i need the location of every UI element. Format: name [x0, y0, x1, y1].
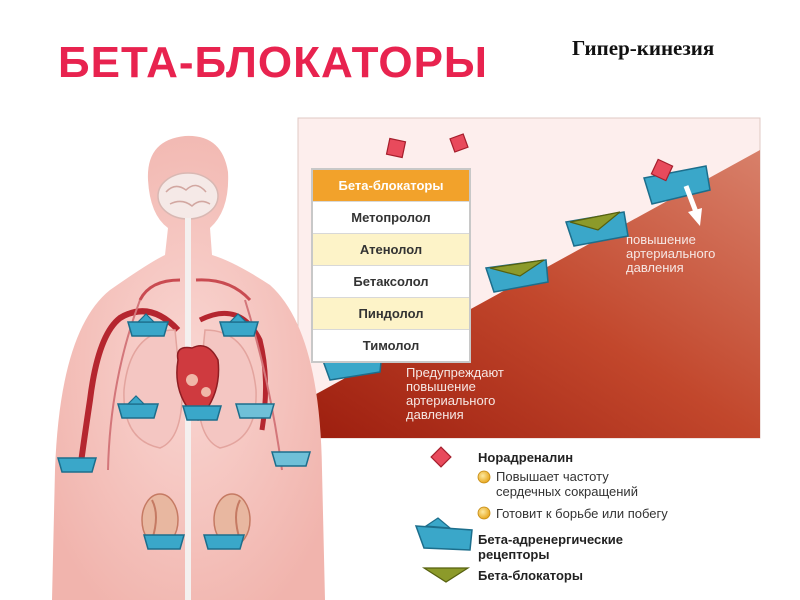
legend-noradrenaline: Норадреналин	[478, 450, 574, 465]
bullet-icon	[477, 506, 491, 520]
table-row: Тимолол	[313, 329, 469, 361]
legend-heart-rate: Повышает частоту сердечных сокращений	[496, 469, 638, 499]
receptor-icon	[235, 403, 275, 419]
prevent-note: Предупреждают повышение артериального да…	[406, 365, 504, 422]
blocker-icon	[489, 259, 545, 277]
beta-blocker-table: Бета-блокаторы Метопролол Атенолол Бетак…	[311, 168, 471, 363]
table-row: Бетаксолол	[313, 265, 469, 297]
legend-receptors: Бета-адренергические рецепторы	[478, 532, 623, 562]
legend-fight-flight: Готовит к борьбе или побегу	[496, 506, 668, 521]
human-body-figure	[52, 135, 325, 600]
receptor-icon	[117, 403, 159, 419]
pressure-slope	[298, 150, 760, 438]
receptor-icon	[271, 451, 311, 467]
pressure-up-note: повышение артериального давления	[626, 232, 716, 275]
receptor-icon	[414, 525, 473, 551]
table-header: Бета-блокаторы	[313, 170, 469, 201]
receptor-icon	[143, 534, 185, 550]
page-subtitle: Гипер-кинезия	[572, 36, 715, 60]
legend-blockers: Бета-блокаторы	[478, 568, 583, 583]
bullet-icon	[477, 470, 491, 484]
legend-icons	[414, 446, 491, 583]
receptor-icon	[219, 321, 259, 337]
receptor-icon	[203, 534, 245, 550]
receptor-icon	[57, 457, 97, 473]
noradrenaline-icon	[650, 158, 674, 182]
body-receptors	[57, 313, 311, 550]
receptor-icon	[127, 321, 169, 337]
table-row: Пиндолол	[313, 297, 469, 329]
page-title: БЕТА-БЛОКАТОРЫ	[58, 38, 489, 87]
table-row: Атенолол	[313, 233, 469, 265]
receptor-icon	[182, 405, 222, 421]
noradrenaline-icon	[385, 137, 407, 159]
noradrenaline-icon	[449, 133, 469, 153]
heart	[176, 345, 220, 422]
blocker-icon	[421, 567, 471, 583]
arrow-down-icon	[683, 185, 699, 213]
blocker-icon	[569, 211, 621, 231]
table-row: Метопролол	[313, 201, 469, 233]
noradrenaline-icon	[430, 446, 452, 468]
brain	[157, 172, 219, 220]
